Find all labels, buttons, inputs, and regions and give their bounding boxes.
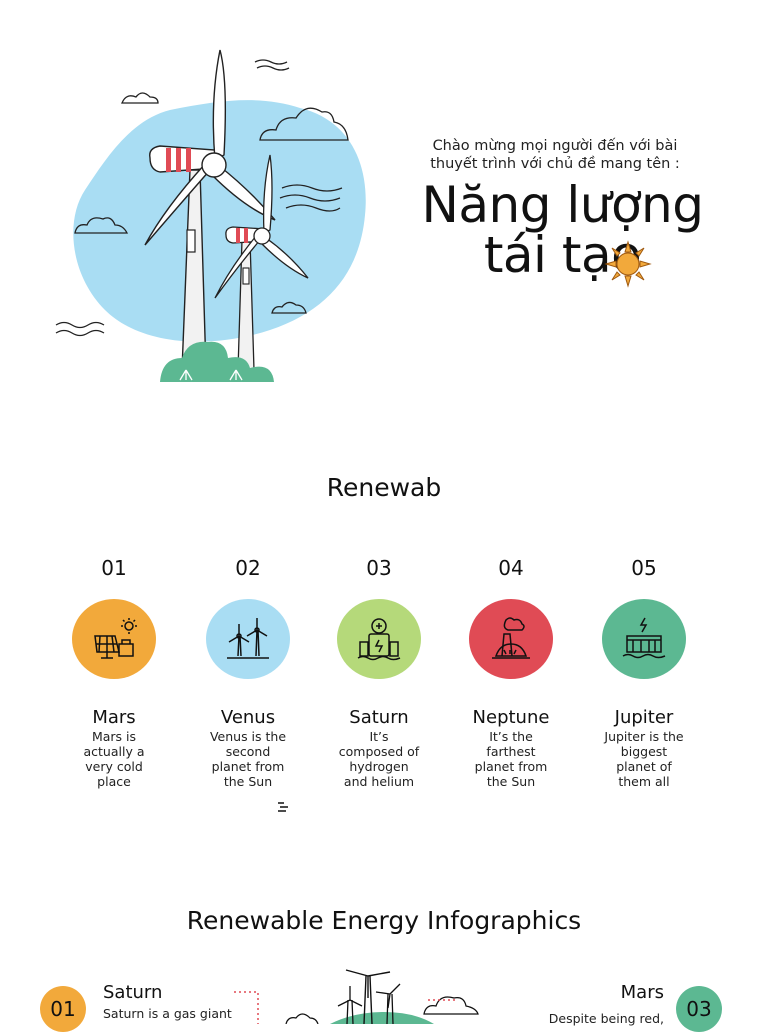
title-line-2: tái tạo	[483, 226, 642, 284]
hydro-dam-icon	[622, 617, 666, 659]
section-heading-renewable: Renewab	[326, 473, 442, 502]
section-heading-infographics: Renewable Energy Infographics	[186, 906, 582, 935]
item-name: Venus	[220, 707, 276, 728]
intro-text: Chào mừng mọi người đến với bài thuyết t…	[400, 137, 710, 173]
item-name: Saturn	[349, 707, 409, 728]
item-04: 04 Neptune It’s the farthest planet from…	[446, 554, 576, 789]
item-number: 05	[631, 556, 657, 580]
item-name: Neptune	[472, 707, 550, 728]
item-05: 05 Jupiter Jupiter is the biggest planet…	[579, 554, 709, 789]
wind-turbines-icon	[227, 618, 269, 659]
item-03: 03 Saturn It’s composed of hydrogen and …	[314, 554, 444, 789]
intro-line-1: Chào mừng mọi người đến với bài	[432, 138, 678, 154]
item-02: 02 Venus Venus is the second planet from…	[183, 554, 313, 789]
step-badge-01: 01	[40, 986, 86, 1032]
item-01: 01 Mars Mars is actually a very cold pla…	[49, 554, 179, 789]
item-description: Jupiter is the biggest planet of them al…	[604, 729, 684, 789]
factory-pollution-icon	[492, 617, 530, 659]
wind-turbine-illustration	[55, 49, 366, 382]
item-number: 02	[235, 556, 261, 580]
step-name-mars: Mars	[620, 982, 664, 1003]
item-description: It’s the farthest planet from the Sun	[474, 729, 548, 789]
wind-lines-icon	[278, 802, 288, 812]
item-icon-circle	[206, 599, 290, 679]
hydrogen-plant-icon	[357, 618, 401, 661]
intro-line-2: thuyết trình với chủ đề mang tên :	[430, 156, 680, 172]
step-name-saturn: Saturn	[103, 982, 163, 1003]
step-badge-03: 03	[676, 986, 722, 1032]
item-icon-circle	[469, 599, 553, 679]
sun-icon	[604, 240, 652, 288]
bottom-wind-turbines-illustration	[285, 969, 479, 1024]
item-icon-circle	[337, 599, 421, 679]
item-icon-circle	[602, 599, 686, 679]
item-number: 01	[101, 556, 127, 580]
item-name: Jupiter	[614, 707, 674, 728]
step-desc-mars: Despite being red,	[548, 1011, 664, 1026]
item-icon-circle	[72, 599, 156, 679]
item-number: 03	[366, 556, 392, 580]
item-number: 04	[498, 556, 524, 580]
main-title: Năng lượng tái tạo	[395, 180, 730, 280]
title-line-1: Năng lượng	[421, 176, 704, 234]
solar-panel-icon	[94, 618, 137, 659]
dotted-connector	[234, 991, 259, 1024]
item-name: Mars	[92, 707, 136, 728]
item-description: It’s composed of hydrogen and helium	[338, 729, 420, 789]
step-desc-saturn: Saturn is a gas giant	[103, 1006, 232, 1021]
item-description: Venus is the second planet from the Sun	[209, 729, 287, 789]
item-description: Mars is actually a very cold place	[83, 729, 145, 789]
